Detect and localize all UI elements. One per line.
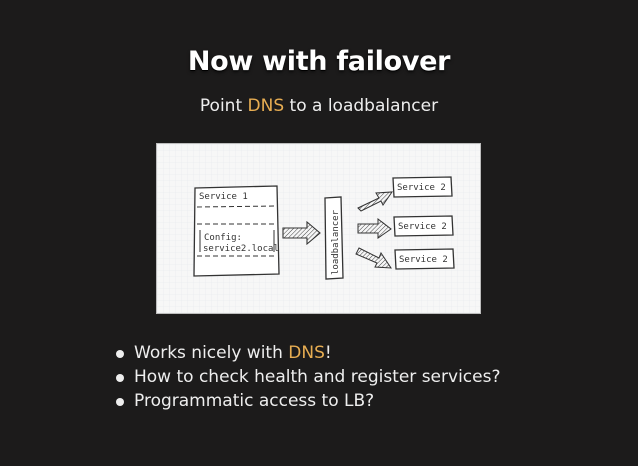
- bullet-1-suffix: !: [324, 343, 332, 363]
- bullet-list: Works nicely with DNS! How to check heal…: [114, 341, 500, 413]
- arrow-to-target-2: [357, 217, 392, 239]
- arrow-to-loadbalancer: [282, 220, 321, 246]
- subtitle-text-before: Point: [199, 96, 248, 116]
- service1-label: Service 1: [199, 192, 248, 202]
- loadbalancer-box: loadbalancer: [324, 196, 344, 280]
- bullet-1-highlight: DNS: [288, 343, 325, 363]
- loadbalancer-label: loadbalancer: [331, 209, 341, 275]
- subtitle-text-after: to a loadbalancer: [284, 96, 439, 116]
- service1-box: Service 1 Config: service2.local: [193, 185, 280, 277]
- config-label: Config:: [204, 233, 242, 243]
- bullet-3-text: Programmatic access to LB?: [134, 391, 375, 411]
- bullet-1-text: Works nicely with: [134, 343, 289, 363]
- bullet-2-text: How to check health and register service…: [134, 367, 501, 387]
- bullet-item-lb-access: Programmatic access to LB?: [114, 389, 500, 413]
- target-box-1: Service 2: [392, 176, 453, 198]
- target-box-2: Service 2: [393, 215, 454, 237]
- slide-title: Now with failover: [187, 46, 451, 77]
- diagram-svg: Service 1 Config: service2.local loadbal…: [157, 144, 480, 313]
- target-label-1: Service 2: [397, 183, 446, 193]
- failover-diagram: Service 1 Config: service2.local loadbal…: [156, 143, 481, 314]
- bullet-item-dns: Works nicely with DNS!: [114, 341, 500, 365]
- arrow-to-target-3: [355, 247, 392, 269]
- subtitle-highlight-dns: DNS: [247, 96, 285, 116]
- target-label-2: Service 2: [398, 222, 447, 232]
- bullet-item-health: How to check health and register service…: [114, 365, 500, 389]
- config-value: service2.local: [203, 244, 279, 254]
- slide-subtitle: Point DNS to a loadbalancer: [0, 96, 638, 116]
- target-label-3: Service 2: [399, 255, 448, 265]
- target-box-3: Service 2: [394, 248, 455, 270]
- arrow-to-target-1: [357, 191, 393, 212]
